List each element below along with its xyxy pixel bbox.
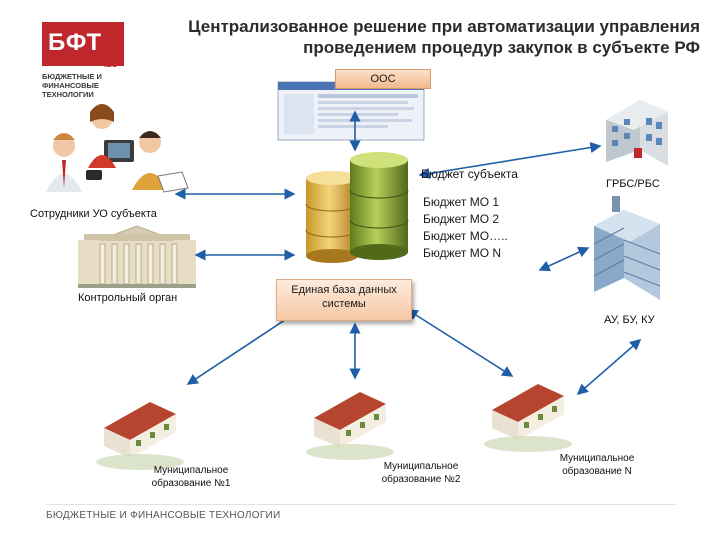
arrow-au-mon — [576, 338, 642, 396]
footer-text: БЮДЖЕТНЫЕ И ФИНАНСОВЫЕ ТЕХНОЛОГИИ — [46, 510, 281, 521]
municipality-label-1: Муниципальное образование №1 — [151, 465, 231, 489]
database-icon — [305, 152, 409, 263]
grbs-label: ГРБС/РБС — [606, 178, 660, 190]
control-building-image — [78, 225, 196, 288]
oos-label-box: ООС — [335, 69, 431, 89]
budget-subject-label: Бюджет субъекта — [421, 167, 518, 181]
arrow-db-mo1 — [186, 309, 302, 385]
logo-subtitle: БЮДЖЕТНЫЕ И ФИНАНСОВЫЕ ТЕХНОЛОГИИ — [42, 72, 102, 99]
logo-main-text: БФТ — [48, 29, 103, 56]
budget-mo-item: Бюджет МО 1 — [423, 195, 500, 209]
municipality-houses-icon-2 — [306, 392, 394, 460]
arrow-db-au — [538, 246, 590, 272]
bft-logo: БФТ IBS БЮДЖЕТНЫЕ И ФИНАНСОВЫЕ ТЕХНОЛОГИ… — [42, 22, 124, 102]
grbs-building-image — [606, 100, 668, 166]
footer-divider — [46, 504, 676, 505]
control-label: Контрольный орган — [78, 292, 178, 304]
municipality-label-2: Муниципальное образование №2 — [381, 461, 461, 485]
au-building-image — [593, 196, 661, 300]
database-label-box: Единая база данных системы — [276, 279, 412, 321]
logo-ibs-text: IBS — [104, 60, 118, 69]
budget-mo-item: Бюджет МО 2 — [423, 212, 500, 226]
arrow-db-mon — [406, 309, 514, 377]
municipality-houses-icon-1 — [96, 402, 184, 470]
budget-mo-item: Бюджет МО N — [423, 246, 502, 260]
arrow-db-grbs — [418, 141, 602, 180]
au-label: АУ, БУ, КУ — [604, 314, 655, 326]
slide-title: Централизованное решение при автоматизац… — [188, 17, 700, 57]
staff-people-image — [46, 104, 189, 193]
staff-label: Сотрудники УО субъекта — [30, 208, 157, 220]
municipality-houses-icon-3 — [484, 384, 572, 452]
budget-mo-item: Бюджет МО….. — [423, 229, 508, 243]
budget-mo-list: Бюджет МО 1 Бюджет МО 2 Бюджет МО….. Бюд… — [423, 194, 508, 262]
oos-screen-image — [277, 81, 425, 141]
municipality-label-n: Муниципальное образование N — [559, 453, 635, 477]
